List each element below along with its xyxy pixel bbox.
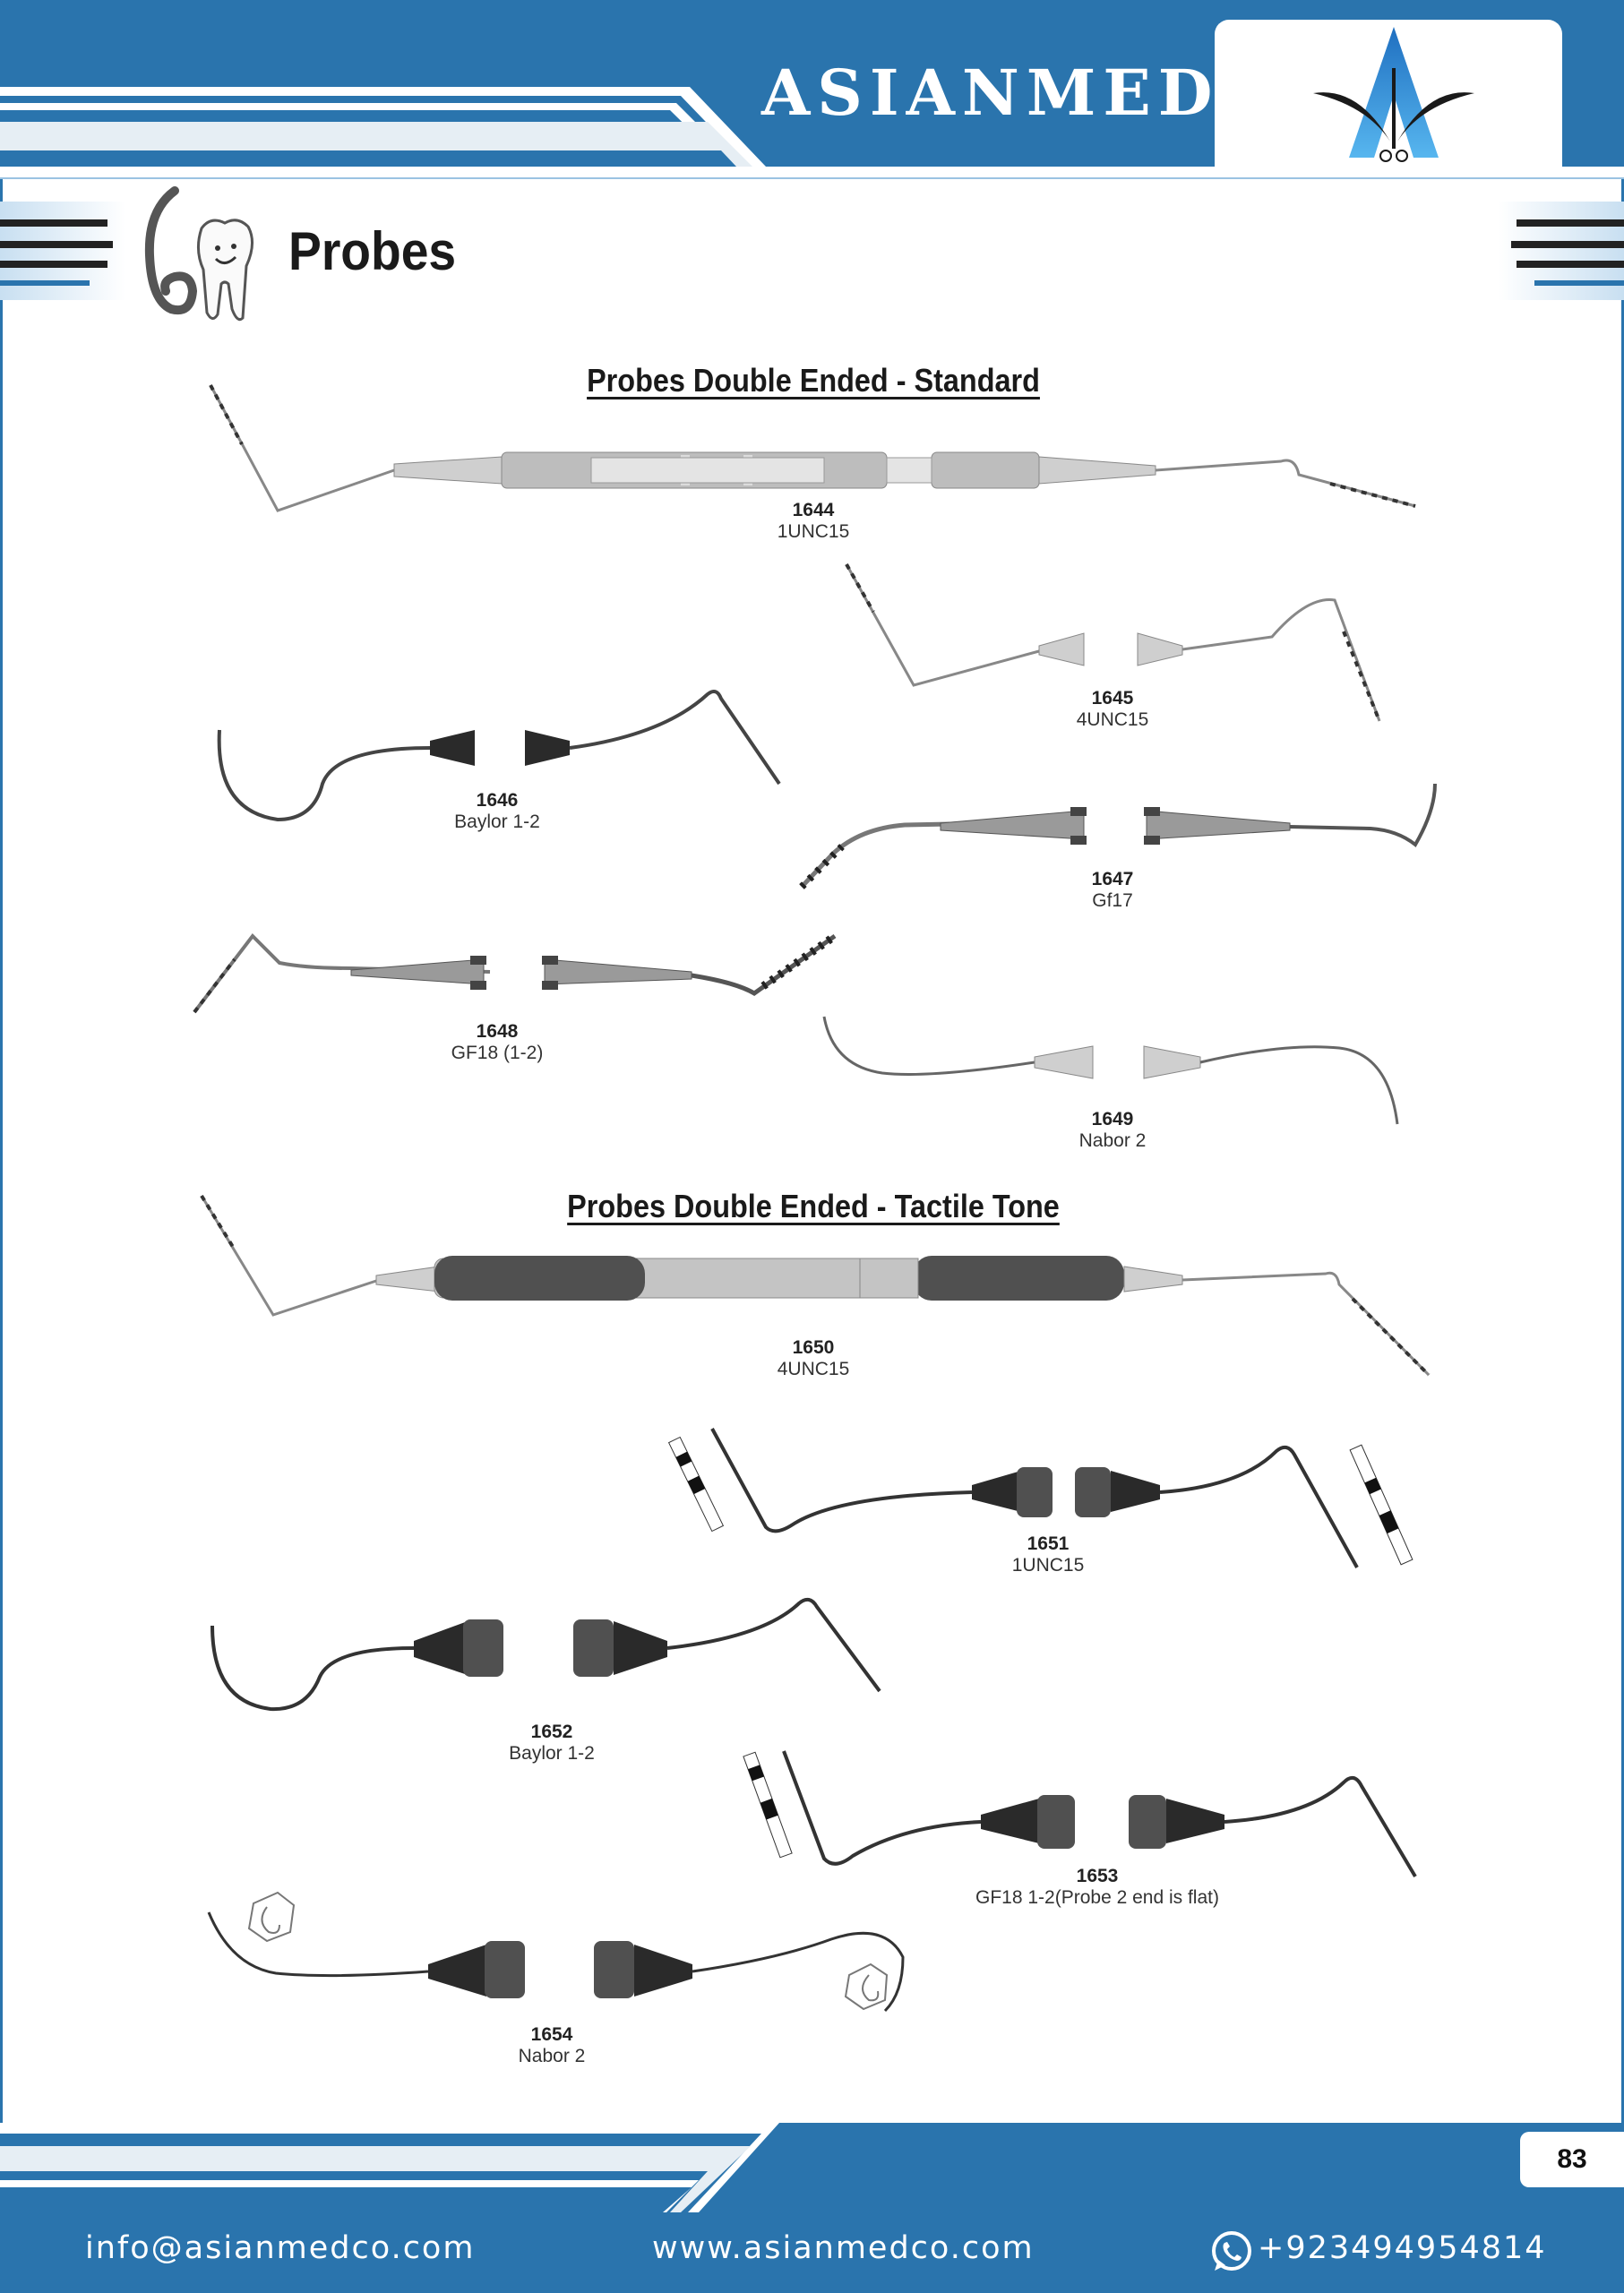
- product-code: 1646: [476, 790, 519, 811]
- right-edge: [1621, 179, 1624, 2132]
- product-code: 1654: [530, 2024, 573, 2045]
- product-label-1649: 1649 Nabor 2: [1079, 1109, 1147, 1152]
- product-1652[interactable]: [208, 1585, 889, 1720]
- product-label-1654: 1654 Nabor 2: [519, 2024, 586, 2067]
- instrument-illustration: [211, 1597, 881, 1712]
- instrument-illustration: [209, 384, 1416, 512]
- instrument-illustration: [667, 1428, 1413, 1568]
- product-label-1645: 1645 4UNC15: [1077, 688, 1149, 731]
- header-stripes: [0, 79, 770, 167]
- product-name: 4UNC15: [1076, 709, 1149, 730]
- product-code: 1653: [1076, 1866, 1119, 1886]
- section-heading-standard: Probes Double Ended - Standard: [587, 362, 1040, 399]
- product-1654[interactable]: [204, 1885, 930, 2020]
- product-label-1646: 1646 Baylor 1-2: [454, 790, 540, 833]
- product-label-1650: 1650 4UNC15: [778, 1337, 850, 1380]
- footer-phone[interactable]: +923494954814: [1258, 2230, 1547, 2266]
- side-bars-left: [0, 202, 125, 300]
- logo-box: [1215, 20, 1562, 179]
- product-label-1644: 1644 1UNC15: [778, 500, 850, 543]
- page-header: ASIANMED&CO: [0, 0, 1624, 179]
- product-name: GF18 (1-2): [451, 1043, 544, 1063]
- instrument-illustration: [207, 1891, 905, 2013]
- product-1650[interactable]: [197, 1191, 1433, 1379]
- product-code: 1648: [476, 1021, 519, 1042]
- product-name: 4UNC15: [777, 1359, 850, 1379]
- product-name: Nabor 2: [1078, 1130, 1147, 1151]
- page-title: Probes: [288, 221, 457, 281]
- product-code: 1649: [1091, 1109, 1134, 1129]
- product-code: 1647: [1091, 869, 1134, 889]
- product-1649[interactable]: [820, 1012, 1402, 1129]
- logo-icon: [1313, 27, 1474, 162]
- product-1644[interactable]: [206, 376, 1424, 520]
- footer-website[interactable]: www.asianmedco.com: [652, 2230, 1035, 2266]
- section-heading-tactile: Probes Double Ended - Tactile Tone: [567, 1188, 1060, 1224]
- page-number: 83: [1520, 2132, 1624, 2187]
- product-name: 1UNC15: [1011, 1555, 1085, 1576]
- product-1653[interactable]: [743, 1747, 1424, 1878]
- product-name: Baylor 1-2: [454, 812, 540, 832]
- product-label-1653: 1653 GF18 1-2(Probe 2 end is flat): [975, 1866, 1219, 1909]
- product-name: Nabor 2: [518, 2046, 586, 2066]
- product-name: Gf17: [1092, 890, 1133, 911]
- product-1645[interactable]: [842, 560, 1388, 730]
- page-footer: [0, 2123, 1624, 2293]
- product-1647[interactable]: [797, 775, 1442, 896]
- product-label-1652: 1652 Baylor 1-2: [509, 1722, 595, 1765]
- product-name: Baylor 1-2: [509, 1743, 595, 1764]
- left-edge: [0, 179, 3, 2132]
- instrument-illustration: [845, 563, 1381, 722]
- product-label-1647: 1647 Gf17: [1092, 869, 1134, 912]
- instrument-illustration: [799, 783, 1437, 889]
- brand-name: ASIANMED&CO: [761, 56, 1403, 130]
- whatsapp-icon: [1212, 2231, 1251, 2271]
- product-name: 1UNC15: [777, 521, 850, 542]
- product-code: 1650: [792, 1337, 835, 1358]
- instrument-illustration: [193, 932, 838, 1014]
- instrument-illustration: [217, 689, 781, 822]
- footer-stripes: [0, 2123, 779, 2212]
- product-code: 1645: [1091, 688, 1134, 709]
- product-1648[interactable]: [190, 927, 839, 1017]
- product-code: 1644: [792, 500, 835, 520]
- instrument-illustration: [743, 1750, 1417, 1878]
- product-label-1648: 1648 GF18 (1-2): [451, 1021, 544, 1064]
- product-1646[interactable]: [215, 685, 788, 829]
- product-1651[interactable]: [667, 1424, 1420, 1576]
- footer-email[interactable]: info@asianmedco.com: [85, 2230, 476, 2266]
- product-name: GF18 1-2(Probe 2 end is flat): [975, 1887, 1219, 1908]
- tooth-mascot-icon: [144, 186, 253, 322]
- header-rule: [0, 177, 1624, 179]
- product-code: 1651: [1027, 1533, 1070, 1554]
- instrument-illustration: [200, 1194, 1431, 1377]
- side-bars-right: [1499, 202, 1624, 300]
- product-code: 1652: [530, 1722, 573, 1742]
- product-label-1651: 1651 1UNC15: [1012, 1533, 1085, 1576]
- instrument-illustration: [822, 1016, 1399, 1125]
